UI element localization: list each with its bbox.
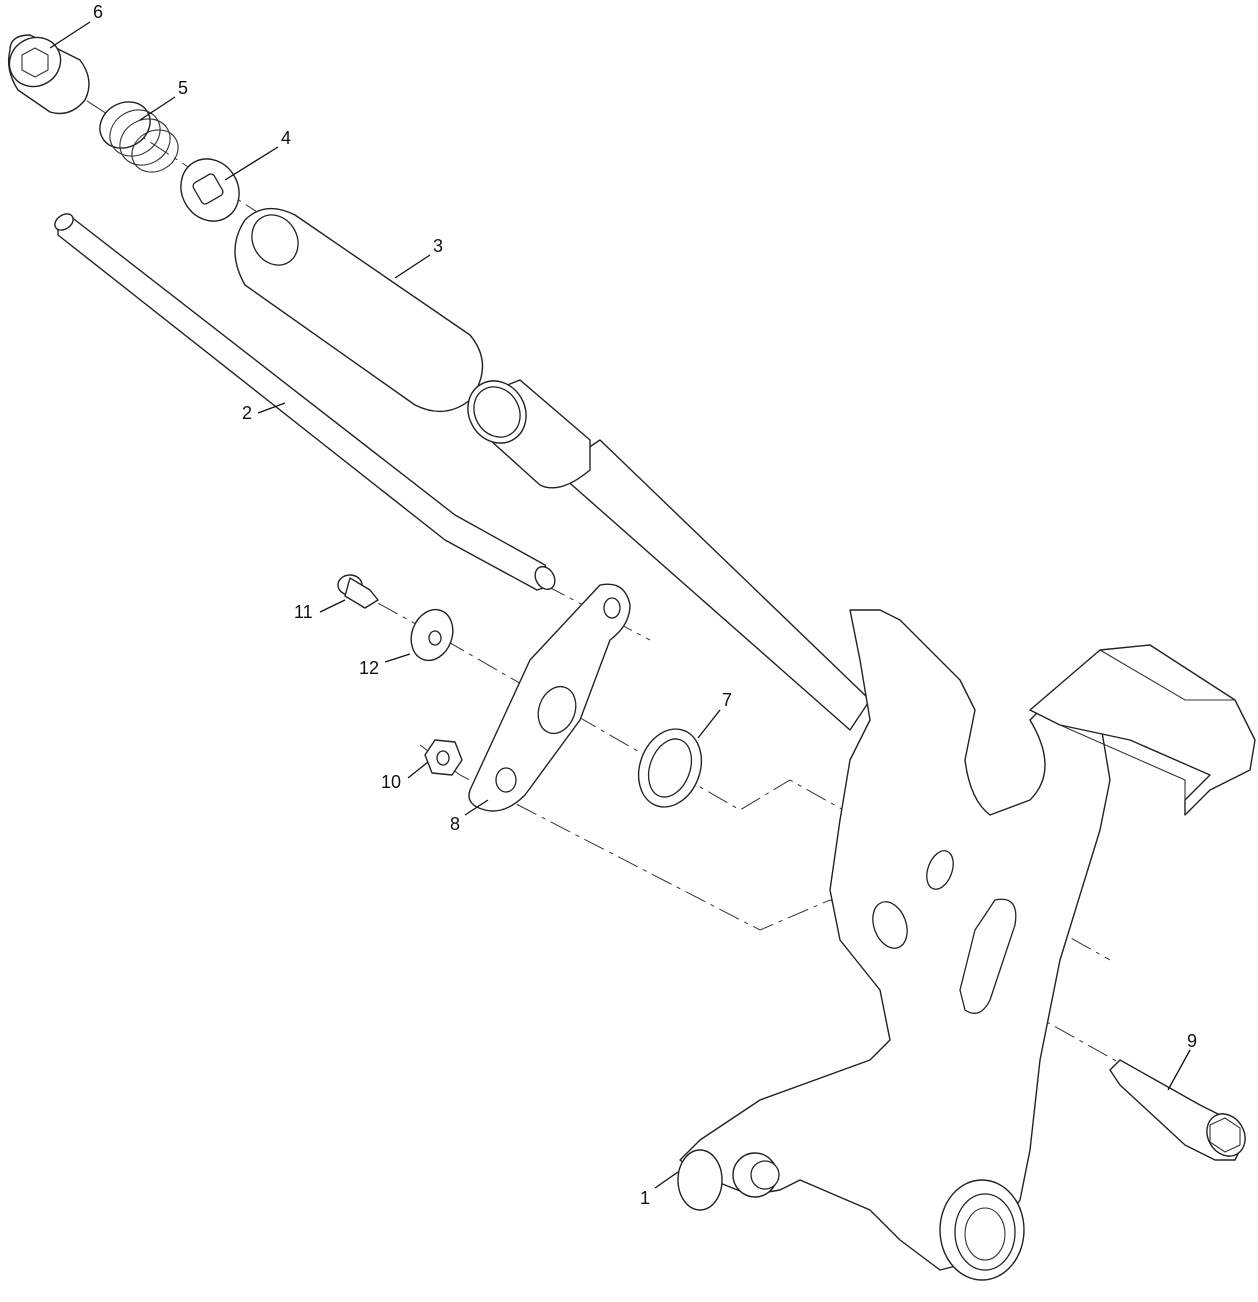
callout-1: 1 bbox=[640, 1188, 650, 1208]
callout-2: 2 bbox=[242, 403, 252, 423]
pedal-arm-bracket bbox=[554, 439, 1256, 1281]
callout-4: 4 bbox=[281, 128, 291, 148]
hex-nut bbox=[424, 739, 463, 776]
collar bbox=[467, 379, 591, 489]
callout-8: 8 bbox=[450, 814, 460, 834]
callout-labels: 6 5 4 3 2 11 12 7 10 8 9 1 bbox=[93, 2, 1197, 1208]
callout-3: 3 bbox=[433, 236, 443, 256]
knob-cap bbox=[7, 34, 90, 115]
flat-washer-large bbox=[637, 728, 703, 808]
callout-6: 6 bbox=[93, 2, 103, 22]
callout-9: 9 bbox=[1187, 1031, 1197, 1051]
compression-spring bbox=[99, 101, 179, 173]
flat-washer-small bbox=[410, 608, 454, 662]
callout-10: 10 bbox=[381, 772, 401, 792]
callout-11: 11 bbox=[294, 602, 313, 622]
callout-leaders bbox=[49, 21, 1191, 1189]
link-plate bbox=[468, 583, 631, 812]
callout-7: 7 bbox=[722, 690, 732, 710]
flange-bolt bbox=[1109, 1059, 1246, 1161]
shoulder-screw bbox=[337, 574, 379, 609]
callout-5: 5 bbox=[178, 78, 188, 98]
callout-12: 12 bbox=[359, 658, 379, 678]
key-washer bbox=[180, 158, 240, 222]
control-rod bbox=[54, 213, 556, 591]
